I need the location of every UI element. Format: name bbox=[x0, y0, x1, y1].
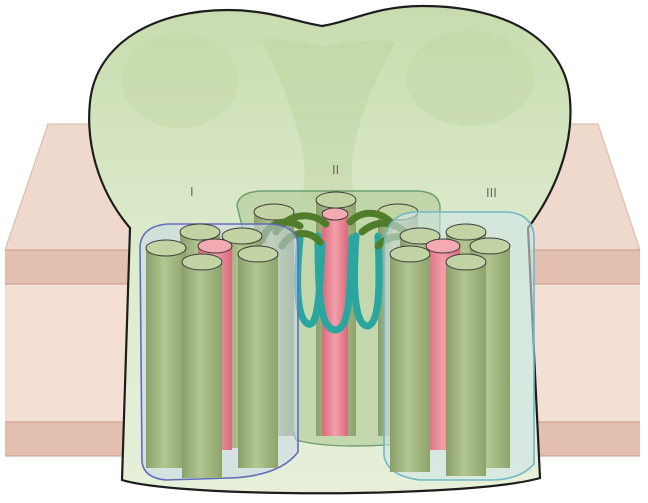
cap-highlight-left bbox=[122, 32, 238, 128]
domain-3-helix bbox=[390, 246, 430, 472]
domain-1-helix bbox=[182, 254, 222, 478]
domain-3 bbox=[384, 212, 534, 480]
domain-2-label: II bbox=[332, 162, 339, 177]
domain-1-helix bbox=[238, 246, 278, 468]
domain-1 bbox=[140, 224, 298, 480]
domain-3-label: III bbox=[486, 185, 497, 200]
domain-1-helix bbox=[146, 240, 186, 468]
cap-highlight-right bbox=[406, 30, 534, 126]
domain-3-helix bbox=[446, 254, 486, 476]
domain-1-label: I bbox=[190, 184, 194, 199]
